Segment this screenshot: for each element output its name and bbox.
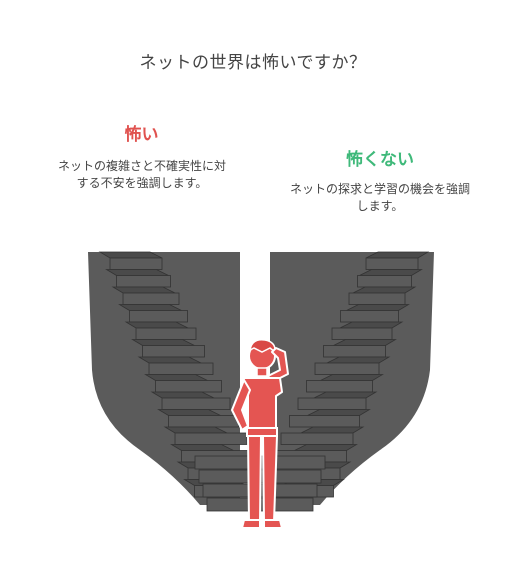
left-riser <box>135 327 197 340</box>
diagram-title: ネットの世界は怖いですか？ <box>139 53 367 73</box>
left-riser <box>155 380 222 393</box>
left-riser <box>122 292 180 305</box>
left-riser <box>161 397 231 410</box>
left-riser <box>142 345 205 358</box>
not-scary-heading: 怖くない <box>346 150 414 170</box>
left-riser <box>148 362 214 375</box>
right-riser <box>314 362 380 375</box>
left-riser <box>129 310 188 323</box>
right-riser <box>348 292 406 305</box>
right-riser <box>331 327 393 340</box>
right-staircase <box>255 251 434 505</box>
confused-person-icon <box>231 338 289 529</box>
right-riser <box>340 310 399 323</box>
left-riser <box>116 275 171 288</box>
right-riser <box>357 275 412 288</box>
left-riser <box>168 415 239 428</box>
right-riser <box>280 432 354 445</box>
scary-heading: 怖い <box>124 125 159 145</box>
right-riser <box>323 345 386 358</box>
right-riser <box>289 415 360 428</box>
right-riser <box>365 257 419 270</box>
left-riser <box>109 257 163 270</box>
scary-description: ネットの複雑さと不確実性に対する不安を強調します。 <box>57 159 226 190</box>
left-riser <box>174 432 248 445</box>
right-riser <box>306 380 373 393</box>
right-riser <box>297 397 367 410</box>
not-scary-description: ネットの探求と学習の機会を強調します。 <box>290 182 471 213</box>
